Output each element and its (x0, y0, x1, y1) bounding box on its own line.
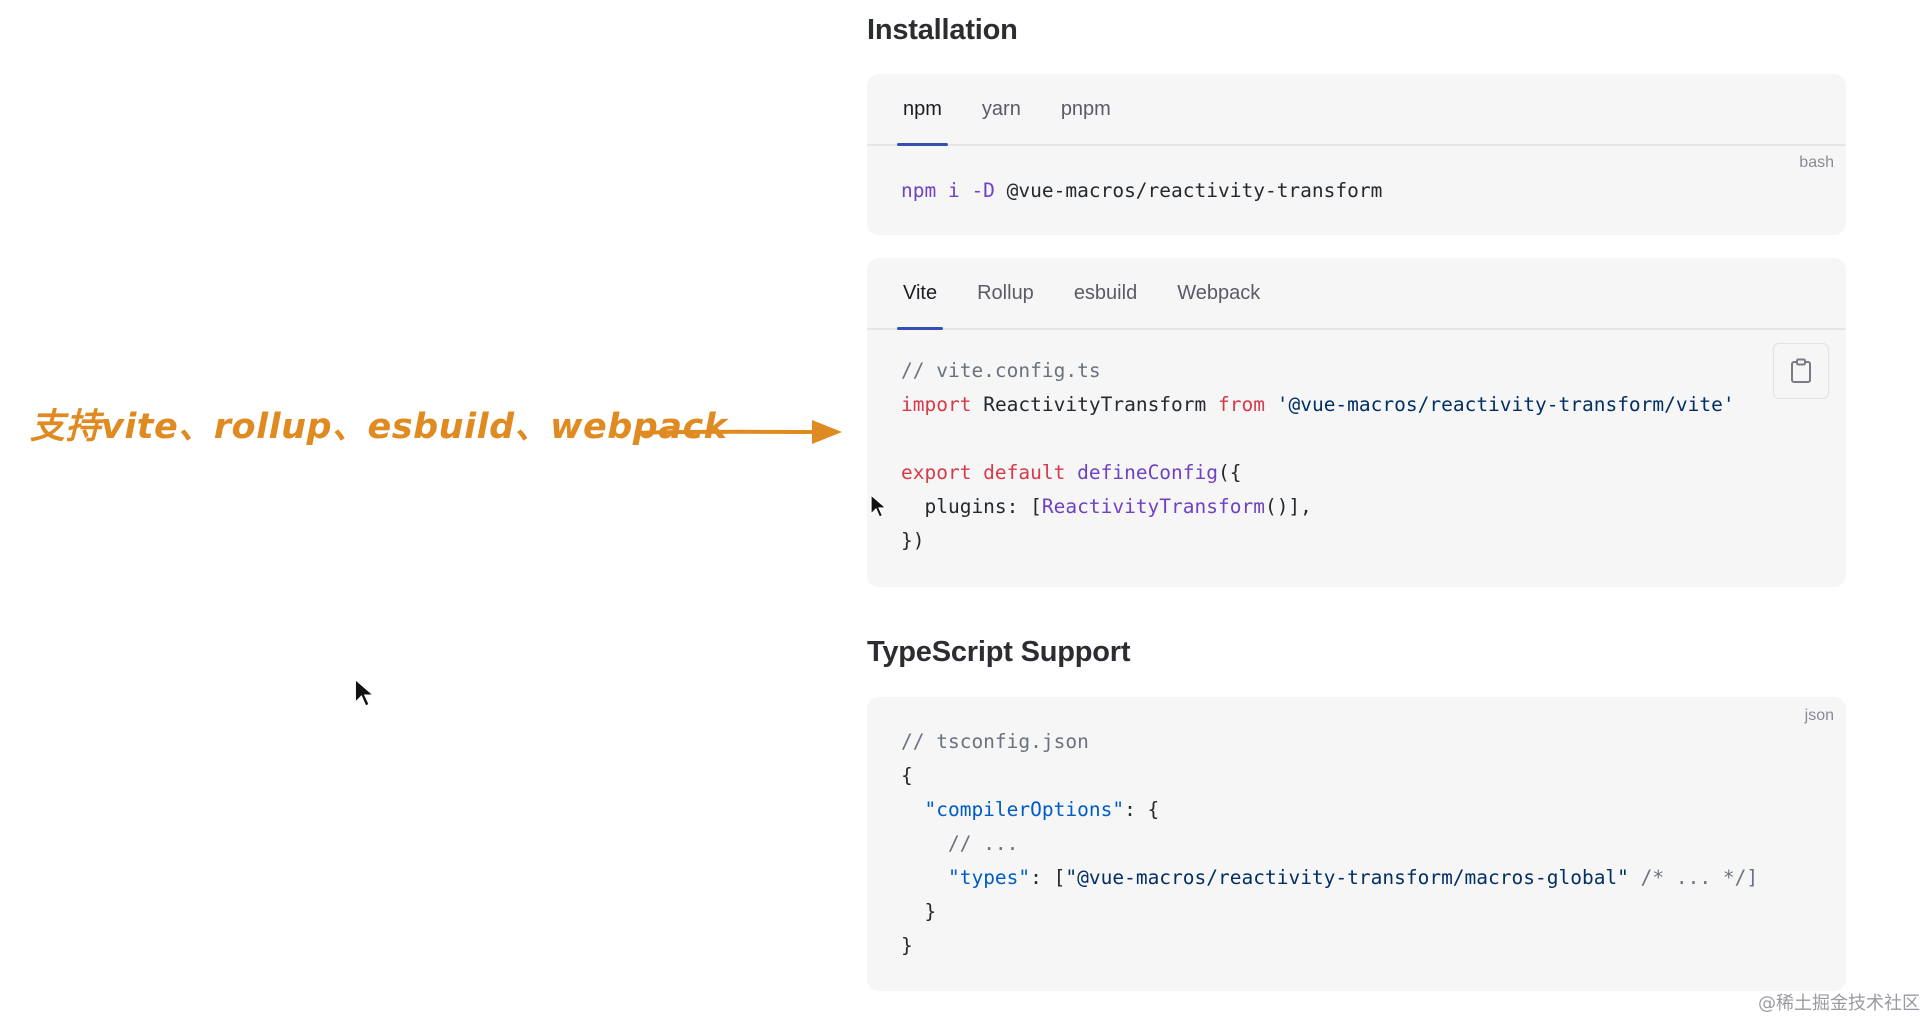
code-punct: }) (901, 529, 925, 552)
code-function: ReactivityTransform (1041, 495, 1265, 518)
code-comment: // ... (947, 832, 1019, 855)
bundler-config-codeblock: Vite Rollup esbuild Webpack // vite.config.… (867, 258, 1846, 587)
bundler-tab-vite[interactable]: Vite (896, 258, 944, 330)
code-punct: } (901, 934, 913, 957)
code-json-key: "compilerOptions" (924, 798, 1125, 821)
code-comment: /* ... */] (1628, 866, 1759, 889)
package-manager-tab-yarn[interactable]: yarn (981, 97, 1021, 120)
installation-heading: Installation (867, 14, 1018, 46)
code-keyword: export default (901, 461, 1066, 484)
code-punct: { (901, 764, 913, 787)
install-command-package: @vue-macros/reactivity-transform (1006, 179, 1383, 202)
code-punct: ()], (1264, 495, 1312, 518)
package-manager-tabs: npm yarn pnpm (867, 74, 1846, 146)
code-punct: : { (1124, 798, 1160, 821)
code-language-label: json (1804, 707, 1834, 724)
code-punct: : [ (1030, 866, 1066, 889)
code-keyword: import (901, 393, 972, 416)
code-json-key: "types" (947, 866, 1031, 889)
bundler-tab-rollup[interactable]: Rollup (977, 281, 1034, 304)
code-function: defineConfig (1077, 461, 1219, 484)
install-command-prefix: npm i -D (901, 179, 995, 202)
bundler-tab-webpack[interactable]: Webpack (1177, 281, 1261, 304)
package-manager-tab-npm[interactable]: npm (897, 74, 948, 146)
code-comment: // tsconfig.json (901, 730, 1089, 753)
install-command: npm i -D @vue-macros/reactivity-transfor… (901, 174, 1382, 208)
bundler-tabs: Vite Rollup esbuild Webpack (867, 258, 1846, 330)
bundler-tab-esbuild[interactable]: esbuild (1073, 281, 1138, 304)
tsconfig-codeblock: json // tsconfig.json { "compilerOptions"… (867, 697, 1846, 991)
arrow-right-icon (636, 420, 842, 444)
code-identifier: plugins: [ (901, 495, 1042, 518)
code-language-label: bash (1799, 154, 1834, 171)
package-manager-tab-pnpm[interactable]: pnpm (1060, 97, 1111, 120)
code-keyword: from (1218, 393, 1265, 416)
tsconfig-code: // tsconfig.json { "compilerOptions": { /… (901, 725, 1758, 963)
mouse-cursor-icon (870, 494, 888, 518)
code-punct: } (924, 900, 937, 923)
code-punct: ({ (1218, 461, 1242, 484)
clipboard-icon (1791, 358, 1811, 383)
code-string: "@vue-macros/reactivity-transform/macros… (1065, 866, 1629, 889)
package-manager-codeblock: npm yarn pnpm bash npm i -D @vue-macros/re… (867, 74, 1846, 235)
copy-code-button[interactable] (1773, 343, 1829, 399)
vite-config-code: // vite.config.ts import ReactivityTransf… (901, 354, 1735, 558)
code-identifier: ReactivityTransform (983, 393, 1207, 416)
annotation-text: 支持vite、rollup、esbuild、webpack (30, 407, 728, 447)
watermark: @稀土掘金技术社区 (1758, 993, 1920, 1014)
typescript-heading: TypeScript Support (867, 636, 1131, 668)
mouse-cursor-icon (354, 678, 376, 708)
code-string: '@vue-macros/reactivity-transform/vite' (1276, 393, 1735, 416)
code-comment: // vite.config.ts (901, 359, 1101, 382)
